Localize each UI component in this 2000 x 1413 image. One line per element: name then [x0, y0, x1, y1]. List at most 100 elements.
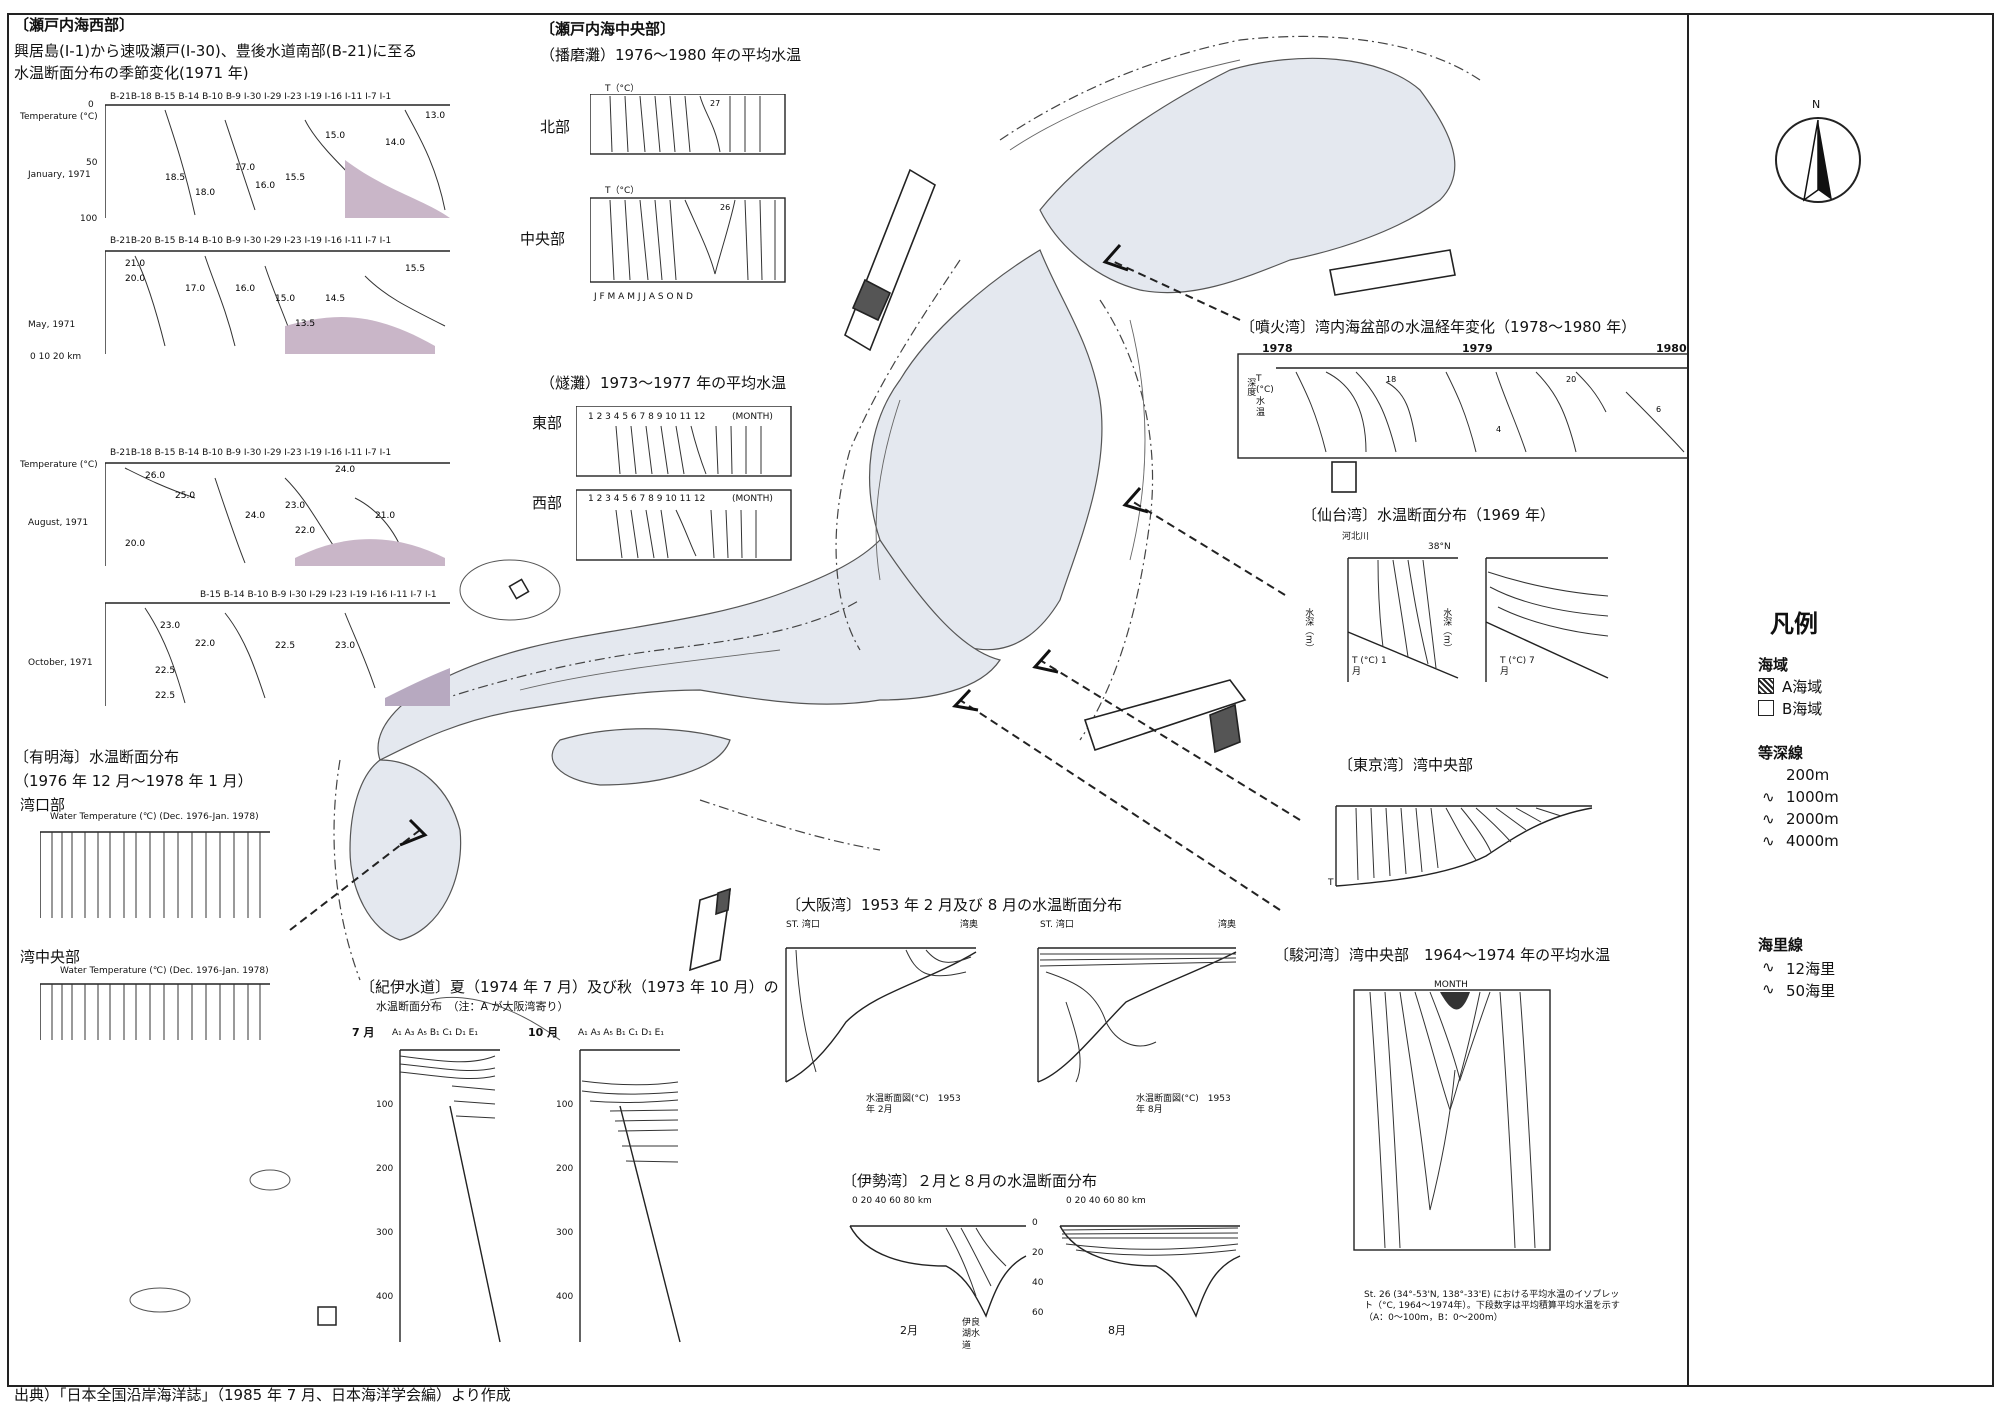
- seto-west-may-section: 21.0 20.0 17.0 16.0 15.0 14.5 15.5 13.5: [105, 250, 450, 354]
- seto-west-desc2: 水温断面分布の季節変化(1971 年): [14, 64, 249, 82]
- sea-b-swatch: [1758, 700, 1774, 716]
- north-label: N: [1812, 98, 1821, 111]
- kii-title2: 水温断面分布 （注：A が大阪湾寄り）: [376, 1000, 569, 1013]
- funka-year-1979: 1979: [1462, 342, 1493, 355]
- sendai-depth-label-jul: 水深（m）: [1441, 608, 1452, 653]
- japan-landmass: [349, 57, 1456, 941]
- svg-text:24.0: 24.0: [245, 511, 265, 521]
- seto-west-title: 〔瀬戸内海西部〕: [14, 16, 135, 34]
- kii-depth-100-a: 100: [376, 1100, 394, 1110]
- svg-text:18: 18: [1386, 375, 1396, 384]
- ariake-central: 湾中央部: [20, 948, 81, 966]
- svg-text:15.0: 15.0: [275, 294, 295, 304]
- ise-aug: 8月: [1108, 1324, 1126, 1337]
- harima-months: J F M A M J J A S O N D: [594, 292, 693, 302]
- nautical-50: 50海里: [1786, 982, 1836, 1000]
- pointer-arrows: [289, 259, 1301, 931]
- seto-central-title: 〔瀬戸内海中央部〕: [540, 20, 676, 38]
- svg-text:21.0: 21.0: [125, 259, 145, 269]
- svg-text:15.5: 15.5: [405, 264, 425, 274]
- ise-km-feb: 0 20 40 60 80 km: [852, 1196, 932, 1206]
- funka-title: 〔噴火湾〕湾内海盆部の水温経年変化（1978～1980 年）: [1240, 318, 1637, 336]
- sea-a-label: A海域: [1782, 678, 1823, 696]
- osaka-st-left-feb: ST. 湾口: [786, 920, 820, 930]
- legend-nautical-heading: 海里線: [1758, 936, 1804, 954]
- funka-isopleth-panel: 18 20 4 6: [1237, 353, 1689, 459]
- funka-tlabel: T (°C) 水温: [1256, 374, 1274, 418]
- isobath-4000-icon: ∿: [1762, 832, 1775, 850]
- kii-jul: 7 月: [352, 1026, 375, 1039]
- ariake-wt-2: Water Temperature (℃) (Dec. 1976-Jan. 19…: [60, 966, 269, 976]
- suruga-month-label: MONTH: [1434, 980, 1468, 990]
- sea-a-swatch: [1758, 678, 1774, 694]
- svg-text:25.0: 25.0: [175, 491, 195, 501]
- svg-text:22.5: 22.5: [155, 691, 175, 701]
- isobath-4000: 4000m: [1786, 832, 1839, 850]
- seto-west-month-aug: August, 1971: [28, 518, 89, 528]
- outer-frame: [7, 13, 1994, 1387]
- svg-text:23.0: 23.0: [285, 501, 305, 511]
- tokyo-tlabel: T: [1328, 878, 1334, 888]
- svg-text:22.0: 22.0: [295, 526, 315, 536]
- ise-km-aug: 0 20 40 60 80 km: [1066, 1196, 1146, 1206]
- seto-west-temp-label-aug: Temperature (°C): [20, 460, 98, 470]
- tokyo-title: 〔東京湾〕湾中央部: [1338, 756, 1474, 774]
- ise-sections: [849, 1225, 1241, 1318]
- seto-central-north-label: 北部: [540, 118, 571, 136]
- ariake-mouth: 湾口部: [20, 796, 66, 814]
- svg-text:24.0: 24.0: [335, 465, 355, 475]
- jan-depth-50: 50: [86, 158, 98, 168]
- ise-title: 〔伊勢湾〕２月と８月の水温断面分布: [842, 1172, 1098, 1190]
- seto-central-tc-central: T（°C）: [605, 186, 640, 196]
- seto-west-scale: 0 10 20 km: [30, 352, 82, 362]
- tokyo-section: [1335, 805, 1593, 887]
- ariake-mouth-section: [40, 831, 270, 918]
- islands: [129, 559, 561, 1326]
- hiuchi-months-west: 1 2 3 4 5 6 7 8 9 10 11 12: [588, 494, 706, 504]
- kii-sections: [399, 1049, 681, 1343]
- osaka-title: 〔大阪湾〕1953 年 2 月及び 8 月の水温断面分布: [786, 896, 1123, 914]
- svg-text:20: 20: [1566, 375, 1576, 384]
- seto-west-desc1: 興居島(I-1)から速吸瀬戸(I-30)、豊後水道南部(B-21)に至る: [14, 42, 418, 60]
- ise-depth-40: 40: [1032, 1278, 1044, 1288]
- isobath-1000: 1000m: [1786, 788, 1839, 806]
- arrow-heads: [399, 244, 1149, 847]
- sendai-lat: 38°N: [1428, 542, 1451, 552]
- kii-stations-jul: A₁ A₃ A₅ B₁ C₁ D₁ E₁: [392, 1028, 478, 1038]
- seto-west-jan-section: 15.0 14.0 13.0 17.0 15.5 18.5 18.0 16.0: [105, 104, 450, 218]
- sea-area-boxes: [689, 168, 1456, 972]
- ise-depth-20: 20: [1032, 1248, 1044, 1258]
- jan-depth-0: 0: [88, 100, 94, 110]
- kii-depth-300-b: 300: [556, 1228, 574, 1238]
- hiuchi-west-label: 西部: [532, 494, 563, 512]
- seto-central-tc-north: T（°C）: [605, 84, 640, 94]
- ariake-central-section: [40, 983, 270, 1040]
- seto-west-oct-section: 23.0 22.0 22.5 23.0 22.5 22.5: [105, 602, 450, 706]
- svg-text:13.5: 13.5: [295, 319, 315, 329]
- legend-title: 凡例: [1770, 610, 1818, 638]
- osaka-st-right-feb: 湾奥: [960, 920, 979, 930]
- sendai-river: 河北川: [1342, 532, 1370, 542]
- north-arrow: N: [1768, 98, 1868, 212]
- kii-depth-200-a: 200: [376, 1164, 394, 1174]
- suruga-note: St. 26 (34°-53'N, 138°-33'E) における平均水温のイソ…: [1364, 1290, 1620, 1323]
- funka-year-1980: 1980: [1656, 342, 1687, 355]
- osaka-caption-aug: 水温断面図(°C) 1953年 8月: [1136, 1094, 1231, 1116]
- seto-west-stations-oct: B-15 B-14 B-10 B-9 I-30 I-29 I-23 I-19 I…: [200, 590, 437, 600]
- suruga-isopleth: [1353, 989, 1551, 1251]
- suruga-title: 〔駿河湾〕湾中央部 1964～1974 年の平均水温: [1274, 946, 1611, 964]
- source-note: 出典）「日本全国沿岸海洋誌」（1985 年 7 月、日本海洋学会編）より作成: [14, 1386, 511, 1404]
- sendai-jul: T (°C) 7月: [1500, 656, 1535, 678]
- seto-west-month-jan: January, 1971: [28, 170, 91, 180]
- isobath-2000: 2000m: [1786, 810, 1839, 828]
- svg-text:26: 26: [720, 203, 730, 212]
- svg-text:23.0: 23.0: [335, 641, 355, 651]
- svg-text:6: 6: [1656, 405, 1661, 414]
- kii-depth-400-a: 400: [376, 1292, 394, 1302]
- seto-west-temp-label-jan: Temperature (°C): [20, 112, 98, 122]
- svg-text:20.0: 20.0: [125, 274, 145, 284]
- seto-central-harima: （播磨灘）1976～1980 年の平均水温: [540, 46, 802, 64]
- legend: 凡例 海域 A海域 B海域 等深線 200m ∿ 1000m ∿ 2000m ∿…: [1758, 604, 1958, 1024]
- sendai-depth-label-jan: 水深（m）: [1303, 608, 1314, 653]
